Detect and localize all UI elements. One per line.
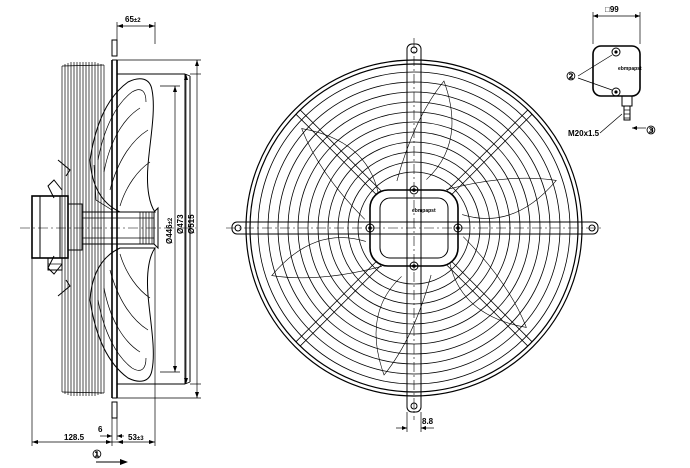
guard-ribs [61, 62, 105, 396]
guard-spoke [451, 260, 533, 343]
thread-label: M20x1.5 [568, 129, 600, 138]
fan-blade [449, 236, 527, 328]
fan-blades [271, 80, 557, 376]
guard-spoke [446, 109, 529, 191]
box-logo: ebmpapst [618, 66, 642, 72]
callout-1: ① [92, 449, 102, 461]
motor-body [31, 159, 159, 297]
front-view: ebmpapst 8.8 [226, 38, 604, 432]
airflow-direction: ① [92, 449, 128, 465]
top-width-dimension: 65±2 [116, 15, 156, 44]
hub-logo: ebmpapst [412, 208, 436, 214]
cable-gland [621, 95, 633, 107]
slot-label: 8.8 [422, 417, 434, 426]
guard-spoke [299, 109, 382, 191]
fan-blade [301, 128, 379, 220]
side-view: Ø446±2 Ø473 Ø515 65±2 128.5 6 53±3 [20, 15, 201, 465]
lower-blade [89, 247, 156, 382]
diameter-515-label: Ø515 [187, 214, 196, 234]
mounting-flange [111, 39, 191, 419]
guard-spoke [446, 265, 529, 347]
small-gap-label: 6 [98, 425, 103, 434]
fan-blade [396, 80, 453, 182]
terminal-box-view: □99 ebmpapst ② M20x1.5 ③ [566, 5, 656, 138]
guard-spoke [299, 265, 382, 347]
left-depth-label: 128.5 [64, 433, 85, 442]
airflow-arrow-icon [120, 459, 128, 465]
callout-2: ② [566, 71, 576, 83]
guard-spoke [451, 113, 533, 196]
top-width-label: 65±2 [125, 15, 141, 24]
fan-blade [271, 237, 382, 279]
guard-spoke [295, 113, 377, 196]
fan-blade [446, 177, 557, 219]
diameter-446-label: Ø446±2 [165, 217, 174, 244]
right-depth-label: 53±3 [128, 433, 144, 442]
diameter-473-label: Ø473 [176, 214, 185, 234]
upper-blade [89, 78, 156, 213]
bottom-dimensions: 128.5 6 53±3 [31, 248, 156, 446]
box-width-label: □99 [605, 5, 619, 14]
guard-spokes [295, 109, 533, 347]
guard-spoke [295, 260, 377, 343]
diameter-dimensions: Ø446±2 Ø473 Ø515 [117, 59, 201, 399]
callout-3: ③ [646, 125, 656, 137]
slot-dimension: 8.8 [396, 412, 434, 432]
fan-blade [375, 274, 432, 376]
